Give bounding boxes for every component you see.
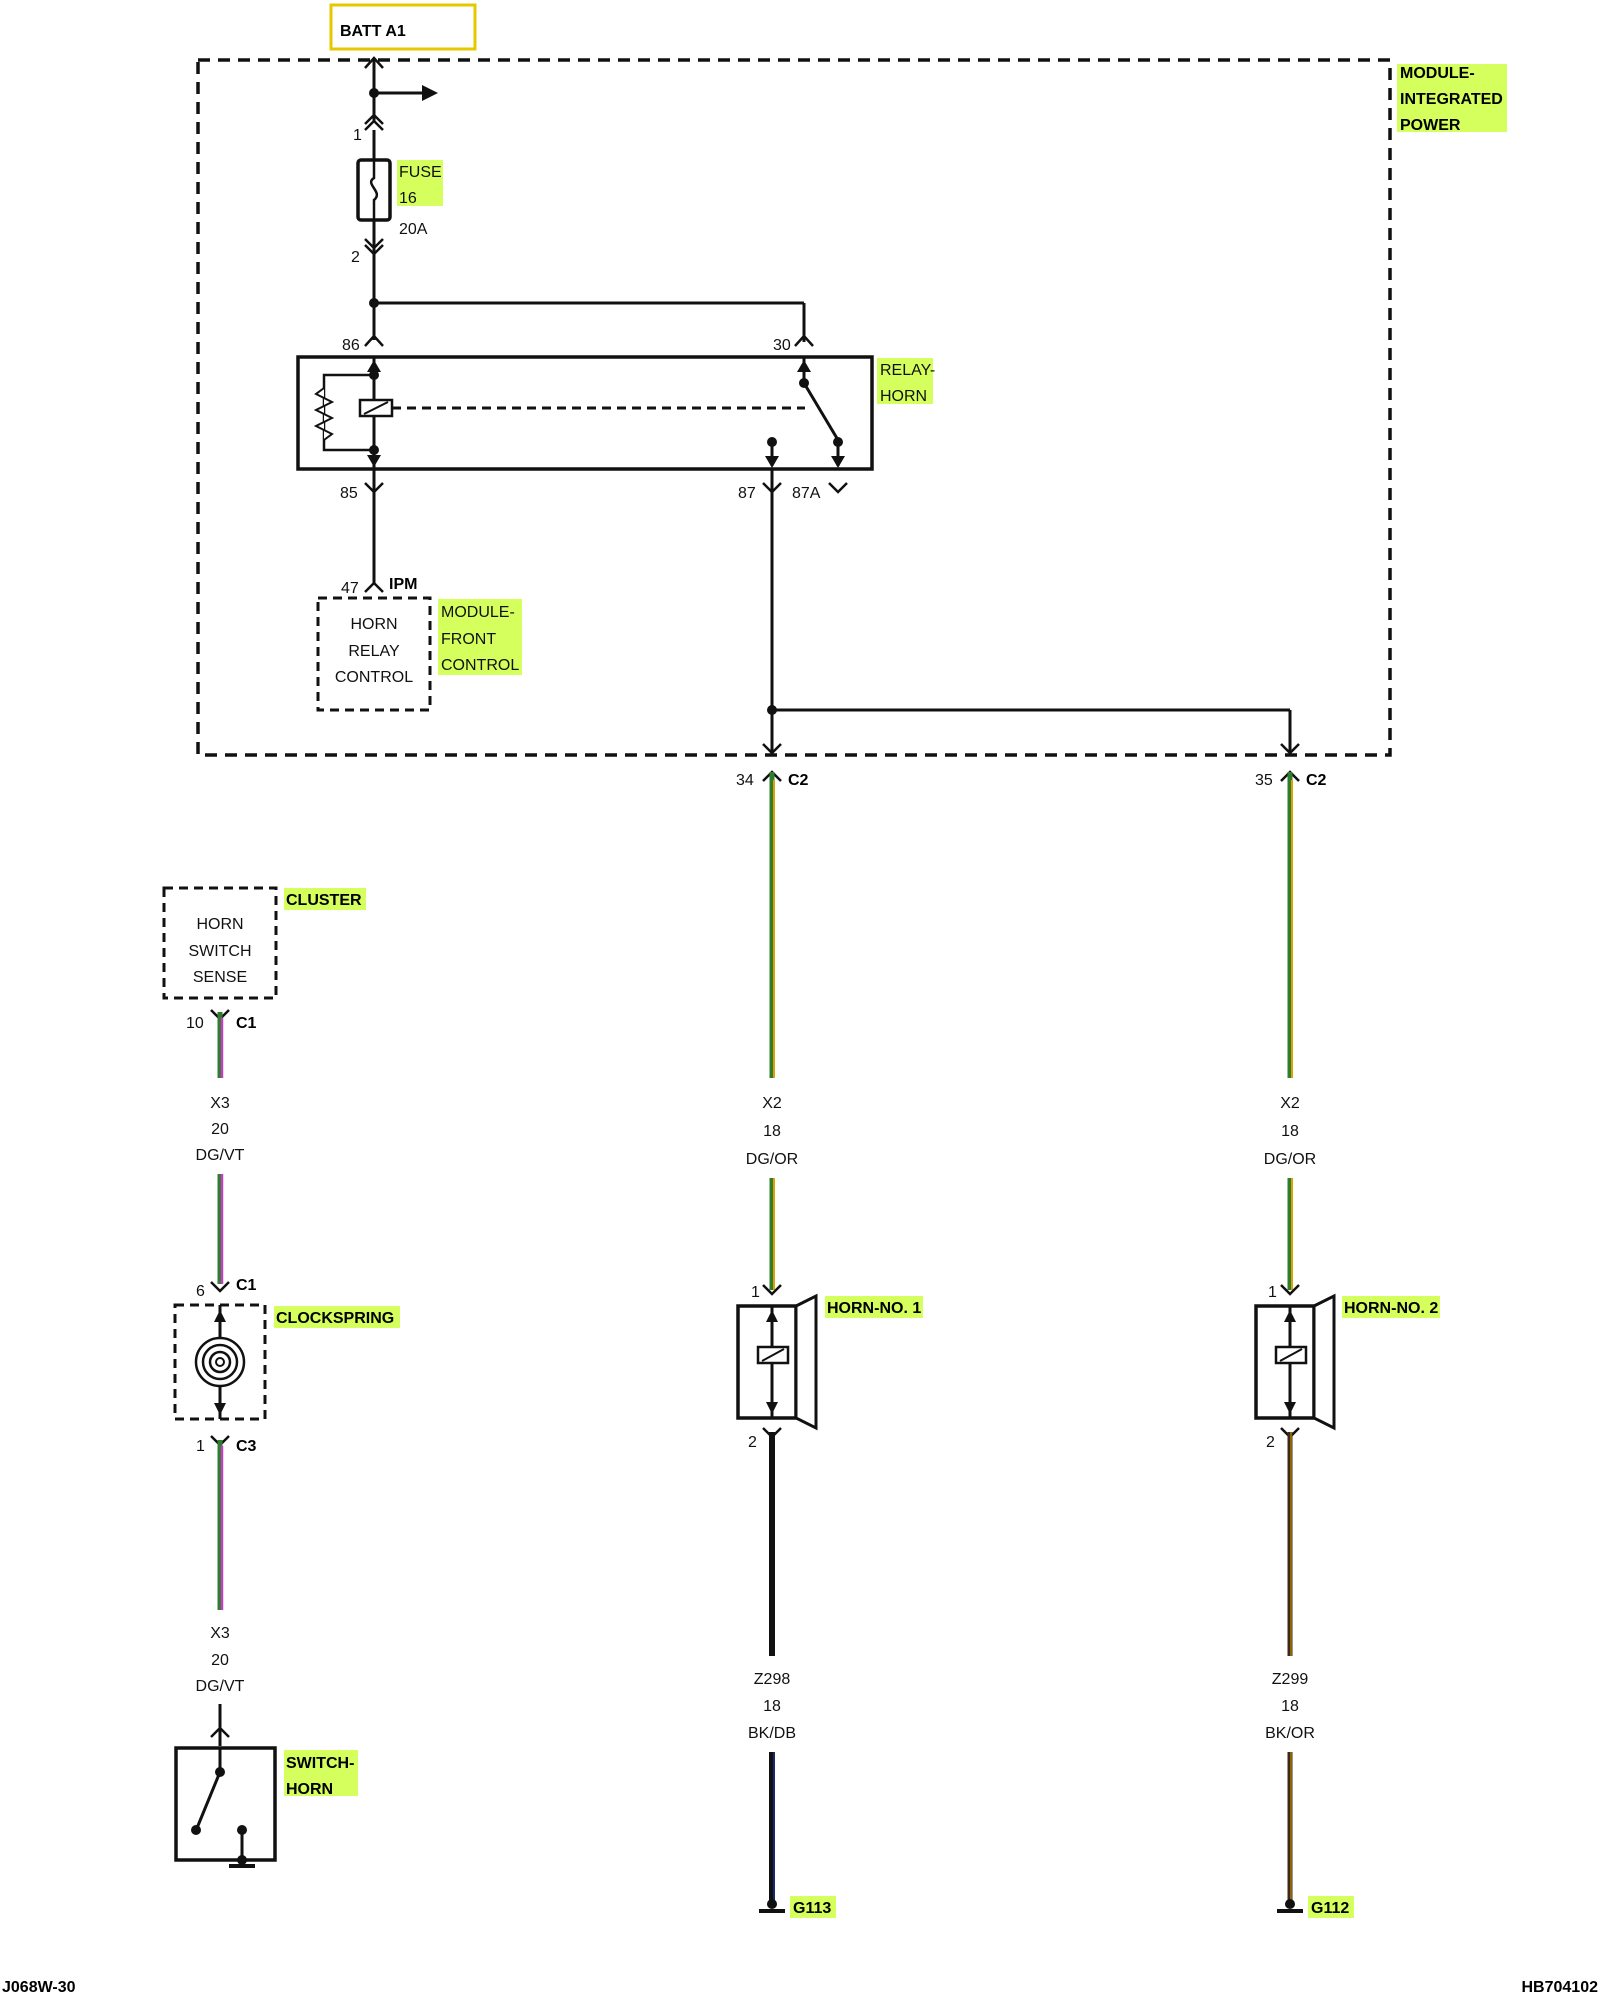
cluster-module: HORN SWITCH SENSE CLUSTER 10 C1 [162, 886, 366, 1032]
z298-line3: BK/DB [748, 1725, 796, 1742]
ground-g113-label: G113 [793, 1900, 831, 1917]
fuse-label-line1: FUSE [399, 164, 442, 181]
relay-pin-30: 30 [773, 337, 791, 354]
ipm-label-line2: INTEGRATED [1400, 91, 1503, 108]
horn2-label-highlight [1342, 1296, 1440, 1318]
batt-box [329, 3, 477, 51]
switch-horn: SWITCH- HORN [174, 1746, 358, 1868]
front-control-label-highlight [438, 599, 522, 675]
cluster-box-line2: SWITCH [188, 943, 251, 960]
relay-pin-85: 85 [340, 485, 358, 502]
horn2-circuit: 35 C2 X2 18 DG/OR 1 HORN-NO. 2 2 Z299 18… [1254, 770, 1440, 1902]
horn1-label-highlight [825, 1296, 923, 1318]
horn-switch-wire: X3 20 DG/VT [196, 1012, 245, 1293]
horn1-circuit: 34 C2 X2 18 DG/OR 1 HORN-NO. 1 2 Z298 18… [736, 770, 923, 1902]
front-control-label-line1: MODULE- [441, 604, 515, 621]
x2-right-line1: X2 [1280, 1095, 1300, 1112]
cluster-pin: 10 [186, 1015, 204, 1032]
front-control-module: 47 IPM HORN RELAY CONTROL MODULE- FRONT … [316, 576, 522, 712]
g113-highlight [790, 1896, 836, 1918]
horn1-pin-bottom: 2 [748, 1434, 757, 1451]
g112-highlight [1308, 1896, 1354, 1918]
z298-line2: 18 [763, 1698, 781, 1715]
front-control-connector: IPM [389, 576, 417, 593]
x2-left-line1: X2 [762, 1095, 782, 1112]
c2-34-connector: C2 [788, 772, 809, 789]
switch-horn-label-line2: HORN [286, 1781, 333, 1798]
relay-pin-86: 86 [342, 337, 360, 354]
footer-right-code: HB704102 [1522, 1979, 1599, 1996]
front-control-label-line3: CONTROL [441, 657, 519, 674]
horn1-pin-top: 1 [751, 1284, 760, 1301]
horn-relay: RELAY- HORN [296, 355, 935, 471]
fuse-rating: 20A [399, 221, 428, 238]
fuse-pin-out: 2 [351, 249, 360, 266]
front-control-box-line2: RELAY [348, 643, 400, 660]
x2-left-line3: DG/OR [746, 1151, 798, 1168]
ground-g112-label: G112 [1311, 1900, 1349, 1917]
cluster-box-line3: SENSE [193, 969, 247, 986]
ipm-module-border [196, 58, 1392, 757]
horn2-pin-top: 1 [1268, 1284, 1277, 1301]
z299-line3: BK/OR [1265, 1725, 1315, 1742]
horn2-pin-bottom: 2 [1266, 1434, 1275, 1451]
relay-feed: 86 30 [342, 298, 814, 354]
fuse-16: FUSE 16 20A 2 [351, 130, 443, 340]
c2-35-pin: 35 [1255, 772, 1273, 789]
horn2-label: HORN-NO. 2 [1344, 1300, 1438, 1317]
clockspring-connector-top: C1 [236, 1277, 257, 1294]
clockspring-label-highlight [274, 1306, 400, 1328]
horn-output-split [762, 705, 1300, 756]
batt-label: BATT A1 [340, 23, 406, 40]
fuse-label-highlight [397, 160, 443, 206]
horn-switch-lower-wire: X3 20 DG/VT [196, 1440, 245, 1746]
x3-upper-line1: X3 [210, 1095, 230, 1112]
clockspring-label: CLOCKSPRING [276, 1310, 394, 1327]
ground-g113-icon: G113 [759, 1896, 836, 1918]
relay-label-highlight [877, 358, 933, 404]
footer-left-code: J068W-30 [2, 1979, 76, 1996]
relay-label-line1: RELAY- [880, 362, 935, 379]
c2-35-connector: C2 [1306, 772, 1327, 789]
cluster-label: CLUSTER [286, 892, 362, 909]
x3-lower-line2: 20 [211, 1652, 229, 1669]
x3-upper-line3: DG/VT [196, 1147, 245, 1164]
x3-lower-line3: DG/VT [196, 1678, 245, 1695]
front-control-label-line2: FRONT [441, 631, 496, 648]
cluster-box-line1: HORN [196, 916, 243, 933]
x2-right-line3: DG/OR [1264, 1151, 1316, 1168]
z299-line1: Z299 [1272, 1671, 1309, 1688]
clockspring-connector-bottom: C3 [236, 1438, 257, 1455]
c2-34-pin: 34 [736, 772, 754, 789]
switch-horn-label-line1: SWITCH- [286, 1755, 354, 1772]
fuse-pin-in: 1 [353, 127, 362, 144]
clockspring: 6 C1 CLOCKSPRING 1 C3 [173, 1277, 400, 1455]
x3-lower-line1: X3 [210, 1625, 230, 1642]
clockspring-pin-bottom: 1 [196, 1438, 205, 1455]
x3-upper-line2: 20 [211, 1121, 229, 1138]
relay-pin-87a: 87A [792, 485, 821, 502]
z298-line1: Z298 [754, 1671, 791, 1688]
cluster-connector: C1 [236, 1015, 257, 1032]
front-control-box-line1: HORN [350, 616, 397, 633]
ipm-label-line1: MODULE- [1400, 65, 1475, 82]
x2-left-line2: 18 [763, 1123, 781, 1140]
x2-right-line2: 18 [1281, 1123, 1299, 1140]
front-control-box-line3: CONTROL [335, 669, 413, 686]
battery-feed: 1 [353, 56, 438, 144]
clockspring-pin-top: 6 [196, 1283, 205, 1300]
ground-g112-icon: G112 [1277, 1896, 1354, 1918]
z299-line2: 18 [1281, 1698, 1299, 1715]
relay-label-line2: HORN [880, 388, 927, 405]
ipm-label-highlight [1397, 64, 1507, 132]
ipm-label-line3: POWER [1400, 117, 1461, 134]
switch-horn-label-highlight [284, 1750, 358, 1796]
relay-pin-87: 87 [738, 485, 756, 502]
fuse-label-line2: 16 [399, 190, 417, 207]
horn1-label: HORN-NO. 1 [827, 1300, 921, 1317]
cluster-label-highlight [284, 888, 366, 910]
front-control-pin: 47 [341, 580, 359, 597]
